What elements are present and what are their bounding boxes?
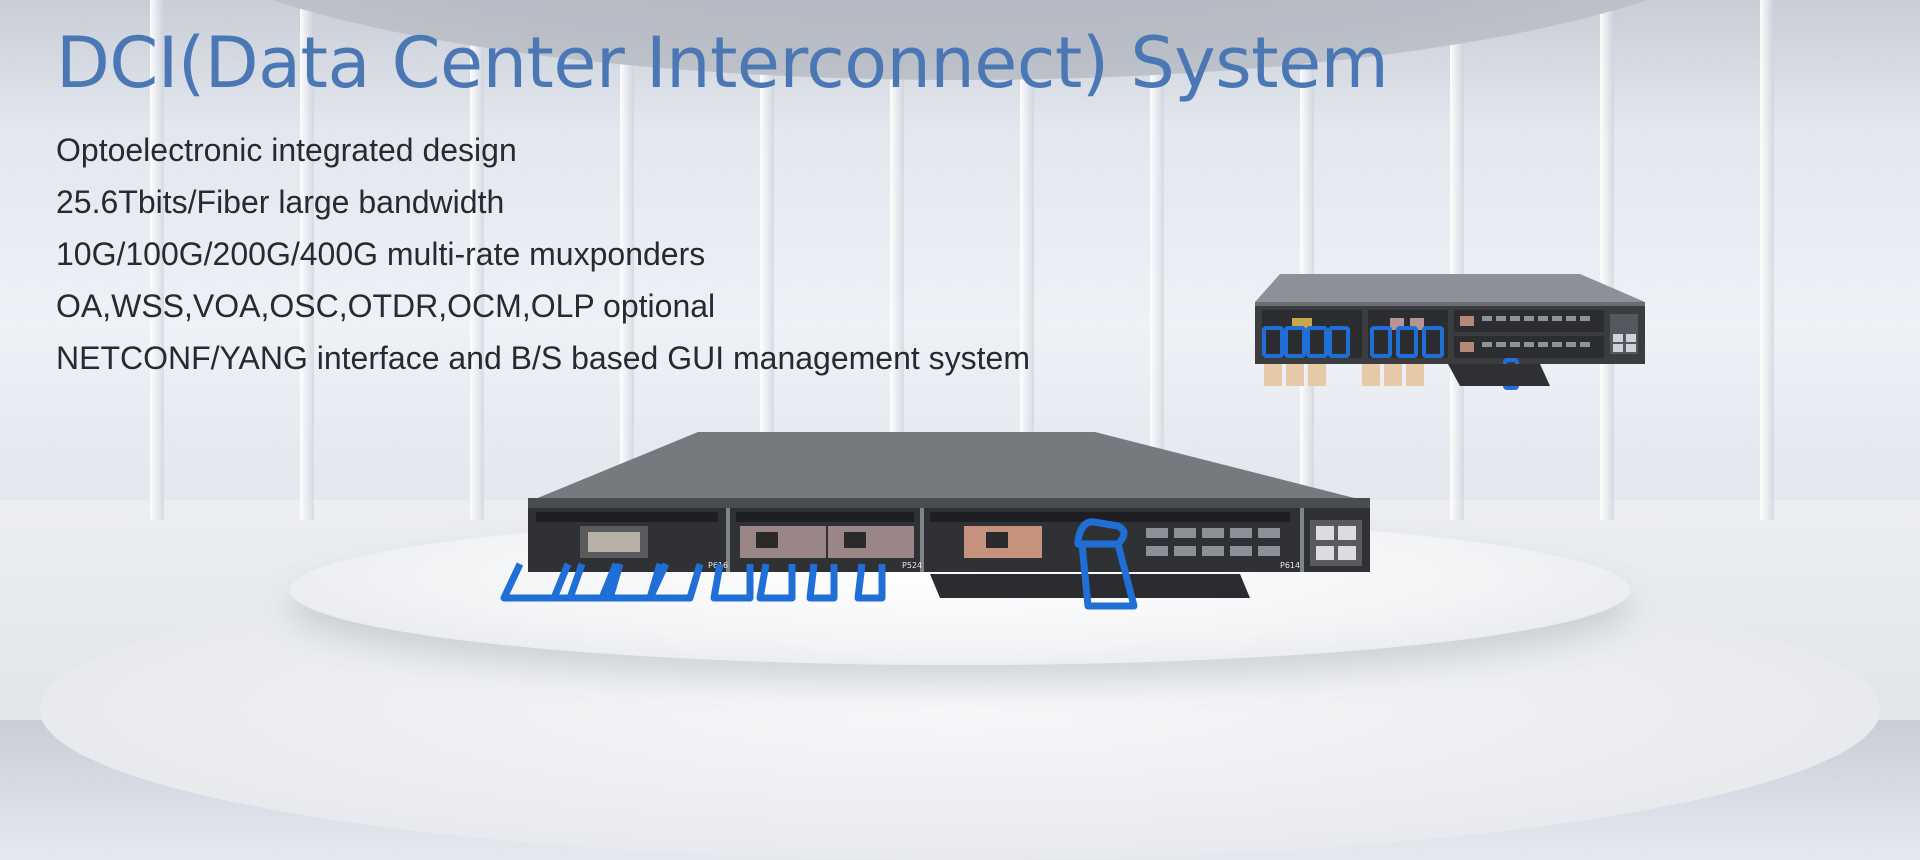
large-chassis-image: P616 P524 P614 (470, 428, 1380, 624)
feature-item: 25.6Tbits/Fiber large bandwidth (56, 184, 505, 220)
feature-item: 10G/100G/200G/400G multi-rate muxponders (56, 236, 706, 272)
banner-title: DCI(Data Center Interconnect) System (56, 22, 1389, 104)
small-chassis-image (1250, 268, 1650, 398)
feature-item: OA,WSS,VOA,OSC,OTDR,OCM,OLP optional (56, 288, 716, 324)
slot-label: P524 (902, 561, 922, 570)
feature-list: Optoelectronic integrated design 25.6Tbi… (56, 124, 1030, 384)
panel-wall (150, 0, 1774, 520)
slot-label: P614 (1280, 561, 1300, 570)
feature-item: Optoelectronic integrated design (56, 132, 517, 168)
feature-item: NETCONF/YANG interface and B/S based GUI… (56, 340, 1030, 376)
